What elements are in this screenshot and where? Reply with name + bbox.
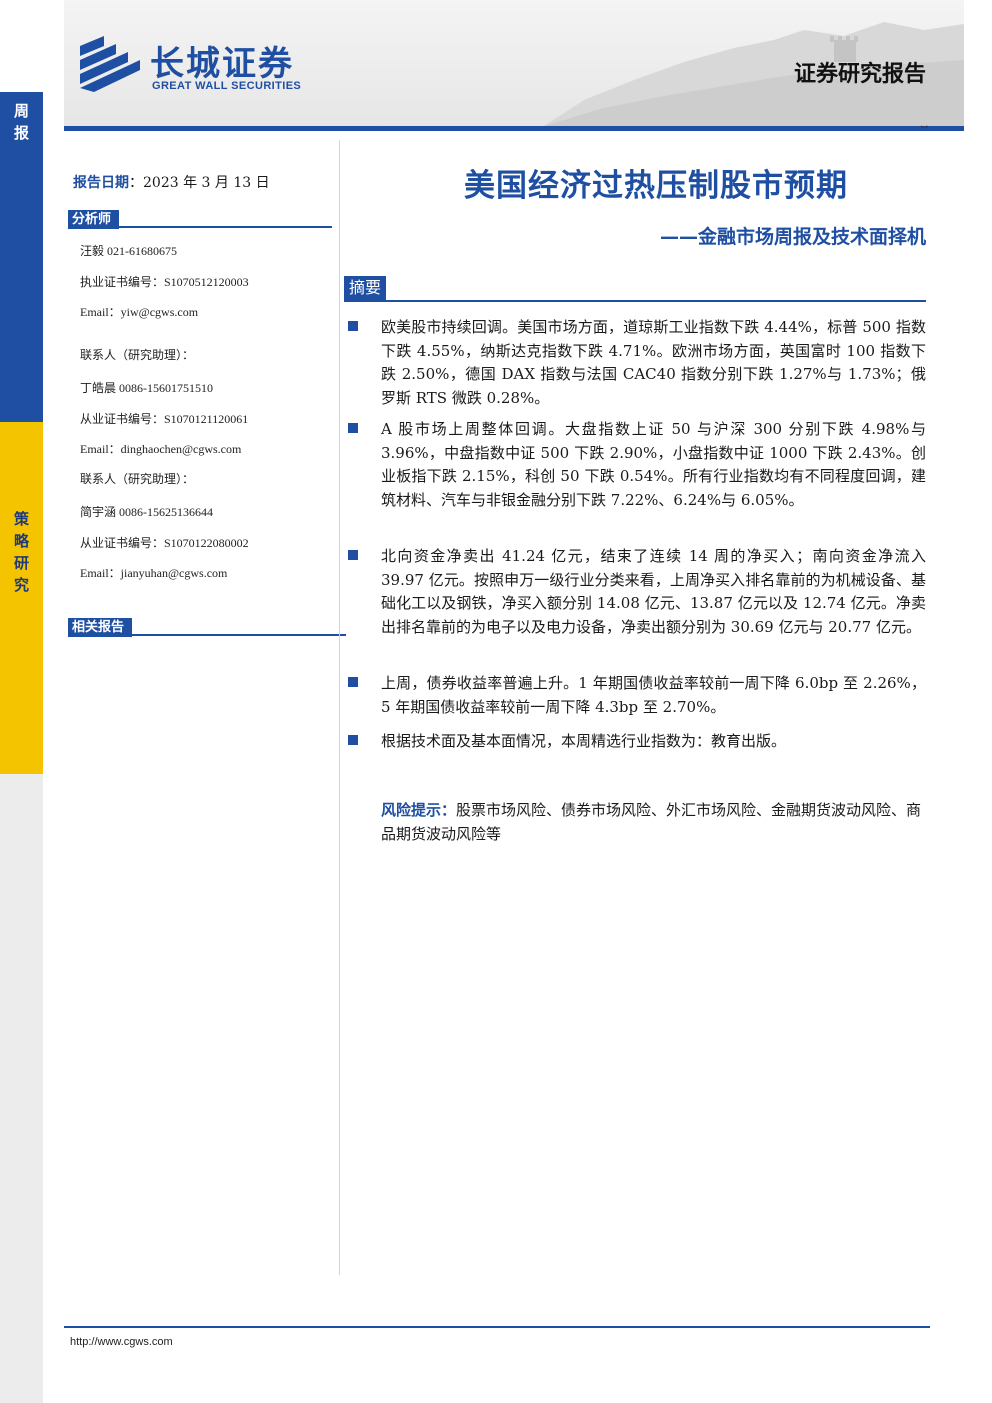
abstract-bullet: A 股市场上周整体回调。大盘指数上证 50 与沪深 300 分别下跌 4.98%…: [346, 418, 926, 512]
bullet-square-icon: [348, 423, 358, 433]
column-divider: [339, 140, 340, 1275]
abstract-heading-label: 摘要: [344, 276, 387, 300]
sidebar-band-blue: [0, 92, 43, 422]
analyst-cert: 执业证书编号：S1070512120003: [80, 275, 249, 289]
risk-warning-text: 股票市场风险、债券市场风险、外汇市场风险、金融期货波动风险、商品期货波动风险等: [381, 801, 922, 843]
sidebar-label-strategy: 策略研究: [0, 508, 43, 596]
abstract-bullet: 上周，债券收益率普遍上升。1 年期国债收益率较前一周下降 6.0bp 至 2.2…: [346, 672, 926, 719]
assistant-1-email: Email：dinghaochen@cgws.com: [80, 442, 242, 456]
assistant-1-cert: 从业证书编号：S1070121120061: [80, 412, 249, 426]
abstract-bullet-text: 北向资金净卖出 41.24 亿元，结束了连续 14 周的净买入；南向资金净流入 …: [381, 547, 926, 636]
assistant-2-phone: 简宇涵 0086-15625136644: [80, 505, 213, 519]
sidebar-top-text: 周报: [13, 102, 29, 142]
abstract-bullet: 北向资金净卖出 41.24 亿元，结束了连续 14 周的净买入；南向资金净流入 …: [346, 545, 926, 639]
bullet-square-icon: [348, 321, 358, 331]
assistant-2-email: Email：jianyuhan@cgws.com: [80, 566, 228, 580]
report-date-value: ：2023 年 3 月 13 日: [129, 175, 270, 191]
great-wall-illustration: [544, 22, 964, 126]
header-rule: [64, 126, 964, 131]
assistant-1-phone: 丁皓晨 0086-15601751510: [80, 381, 213, 395]
related-reports-label: 相关报告: [68, 618, 133, 637]
related-reports-rule: [68, 634, 346, 636]
sidebar-band-gray: [0, 774, 43, 1403]
report-title: 美国经济过热压制股市预期: [464, 168, 848, 204]
abstract-bullet-text: A 股市场上周整体回调。大盘指数上证 50 与沪深 300 分别下跌 4.98%…: [381, 420, 926, 509]
report-type: 证券研究报告: [793, 62, 926, 87]
page-header: 长城证券 GREAT WALL SECURITIES 证券研究报告: [64, 0, 964, 130]
bullet-square-icon: [348, 677, 358, 687]
abstract-heading-rule: [344, 300, 926, 302]
analyst-email: Email：yiw@cgws.com: [80, 305, 199, 319]
related-reports-heading: 相关报告: [68, 616, 346, 637]
abstract-heading: 摘要: [344, 276, 926, 302]
logo-chinese: 长城证券: [150, 44, 294, 84]
report-date-label: 报告日期: [73, 175, 129, 191]
sidebar-band-yellow: [0, 422, 43, 774]
bullet-square-icon: [348, 550, 358, 560]
abstract-bullet-text: 上周，债券收益率普遍上升。1 年期国债收益率较前一周下降 6.0bp 至 2.2…: [381, 674, 926, 716]
risk-warning-label: 风险提示：: [381, 801, 457, 819]
logo-english: GREAT WALL SECURITIES: [152, 80, 302, 92]
page-number: 1: [918, 124, 930, 130]
assistant-label-2: 联系人（研究助理）：: [80, 472, 195, 486]
report-date: 报告日期：2023 年 3 月 13 日: [73, 172, 270, 192]
great-wall-logo-icon: [80, 36, 140, 92]
assistant-label-1: 联系人（研究助理）：: [80, 348, 195, 362]
assistant-2-cert: 从业证书编号：S1070122080002: [80, 536, 249, 550]
analysts-heading-label: 分析师: [68, 210, 120, 229]
analysts-heading: 分析师: [68, 208, 332, 229]
sidebar-bottom-text: 策略研究: [13, 510, 29, 594]
report-subtitle: ——金融市场周报及技术面择机: [659, 226, 926, 248]
abstract-bullet-text: 根据技术面及基本面情况，本周精选行业指数为：教育出版。: [381, 732, 787, 750]
sidebar-label-weekly: 周报: [0, 100, 43, 144]
abstract-bullet-text: 欧美股市持续回调。美国市场方面，道琼斯工业指数下跌 4.44%，标普 500 指…: [381, 318, 926, 407]
bullet-square-icon: [348, 735, 358, 745]
abstract-bullet: 欧美股市持续回调。美国市场方面，道琼斯工业指数下跌 4.44%，标普 500 指…: [346, 316, 926, 410]
footer-website-link[interactable]: http://www.cgws.com: [70, 1336, 173, 1348]
abstract-bullet: 根据技术面及基本面情况，本周精选行业指数为：教育出版。: [346, 730, 926, 754]
analysts-heading-rule: [68, 226, 332, 228]
risk-warning: 风险提示：股票市场风险、债券市场风险、外汇市场风险、金融期货波动风险、商品期货波…: [381, 798, 926, 846]
analyst-phone: 汪毅 021-61680675: [80, 244, 177, 258]
footer-rule: [64, 1326, 930, 1328]
